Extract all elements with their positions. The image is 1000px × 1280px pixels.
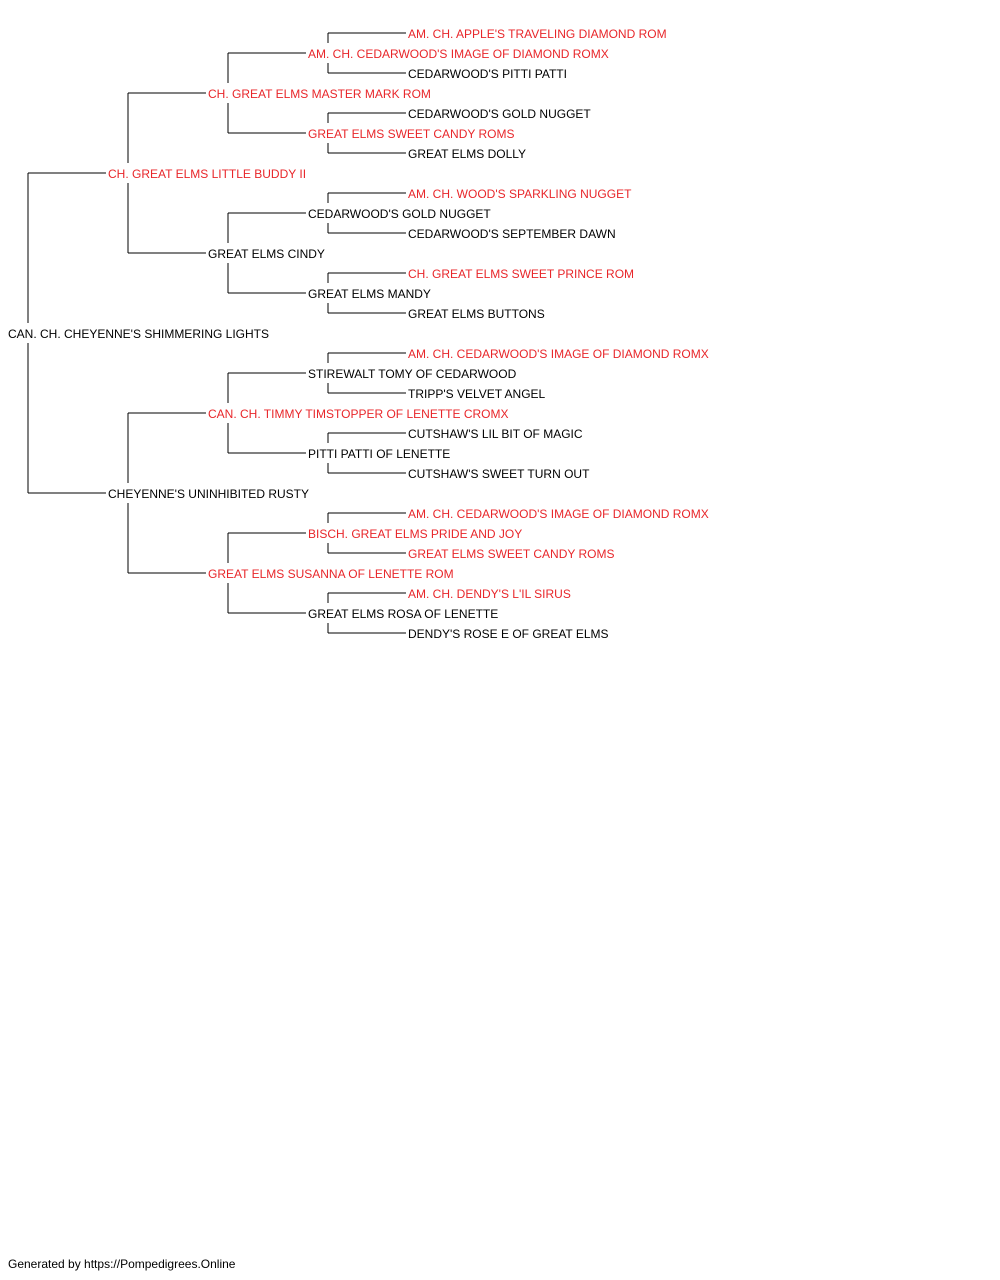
- subject-dog-name: CAN. CH. CHEYENNE'S SHIMMERING LIGHTS: [8, 327, 269, 341]
- ancestor-name-gen-3: GREAT ELMS MANDY: [308, 287, 431, 301]
- ancestor-name-gen-4: GREAT ELMS SWEET CANDY ROMS: [408, 547, 614, 561]
- ancestor-name-gen-4: AM. CH. WOOD'S SPARKLING NUGGET: [408, 187, 632, 201]
- ancestor-name-gen-4: AM. CH. APPLE'S TRAVELING DIAMOND ROM: [408, 27, 667, 41]
- ancestor-name-gen-4: CEDARWOOD'S PITTI PATTI: [408, 67, 567, 81]
- ancestor-name-gen-3: AM. CH. CEDARWOOD'S IMAGE OF DIAMOND ROM…: [308, 47, 609, 61]
- ancestor-name-gen-4: CUTSHAW'S SWEET TURN OUT: [408, 467, 590, 481]
- ancestor-name-gen-4: CH. GREAT ELMS SWEET PRINCE ROM: [408, 267, 634, 281]
- ancestor-name-gen-4: TRIPP'S VELVET ANGEL: [408, 387, 546, 401]
- ancestor-name-gen-3: GREAT ELMS ROSA OF LENETTE: [308, 607, 498, 621]
- ancestor-name-gen-2: GREAT ELMS SUSANNA OF LENETTE ROM: [208, 567, 454, 581]
- ancestor-name-gen-4: AM. CH. CEDARWOOD'S IMAGE OF DIAMOND ROM…: [408, 347, 709, 361]
- ancestor-name-gen-1: CH. GREAT ELMS LITTLE BUDDY II: [108, 167, 306, 181]
- ancestor-name-gen-4: GREAT ELMS BUTTONS: [408, 307, 545, 321]
- ancestor-name-gen-2: CAN. CH. TIMMY TIMSTOPPER OF LENETTE CRO…: [208, 407, 508, 421]
- ancestor-name-gen-4: AM. CH. DENDY'S L'IL SIRUS: [408, 587, 571, 601]
- ancestor-name-gen-3: CEDARWOOD'S GOLD NUGGET: [308, 207, 491, 221]
- ancestor-name-gen-4: CUTSHAW'S LIL BIT OF MAGIC: [408, 427, 583, 441]
- ancestor-name-gen-3: GREAT ELMS SWEET CANDY ROMS: [308, 127, 514, 141]
- ancestor-name-gen-4: GREAT ELMS DOLLY: [408, 147, 526, 161]
- ancestor-name-gen-2: CH. GREAT ELMS MASTER MARK ROM: [208, 87, 431, 101]
- ancestor-name-gen-2: GREAT ELMS CINDY: [208, 247, 325, 261]
- ancestor-name-gen-3: BISCH. GREAT ELMS PRIDE AND JOY: [308, 527, 522, 541]
- ancestor-name-gen-4: DENDY'S ROSE E OF GREAT ELMS: [408, 627, 609, 641]
- ancestor-name-gen-4: CEDARWOOD'S SEPTEMBER DAWN: [408, 227, 616, 241]
- ancestor-name-gen-4: CEDARWOOD'S GOLD NUGGET: [408, 107, 591, 121]
- ancestor-name-gen-3: PITTI PATTI OF LENETTE: [308, 447, 450, 461]
- footer-credit: Generated by https://Pompedigrees.Online: [8, 1257, 236, 1271]
- ancestor-name-gen-3: STIREWALT TOMY OF CEDARWOOD: [308, 367, 517, 381]
- ancestor-name-gen-4: AM. CH. CEDARWOOD'S IMAGE OF DIAMOND ROM…: [408, 507, 709, 521]
- ancestor-name-gen-1: CHEYENNE'S UNINHIBITED RUSTY: [108, 487, 309, 501]
